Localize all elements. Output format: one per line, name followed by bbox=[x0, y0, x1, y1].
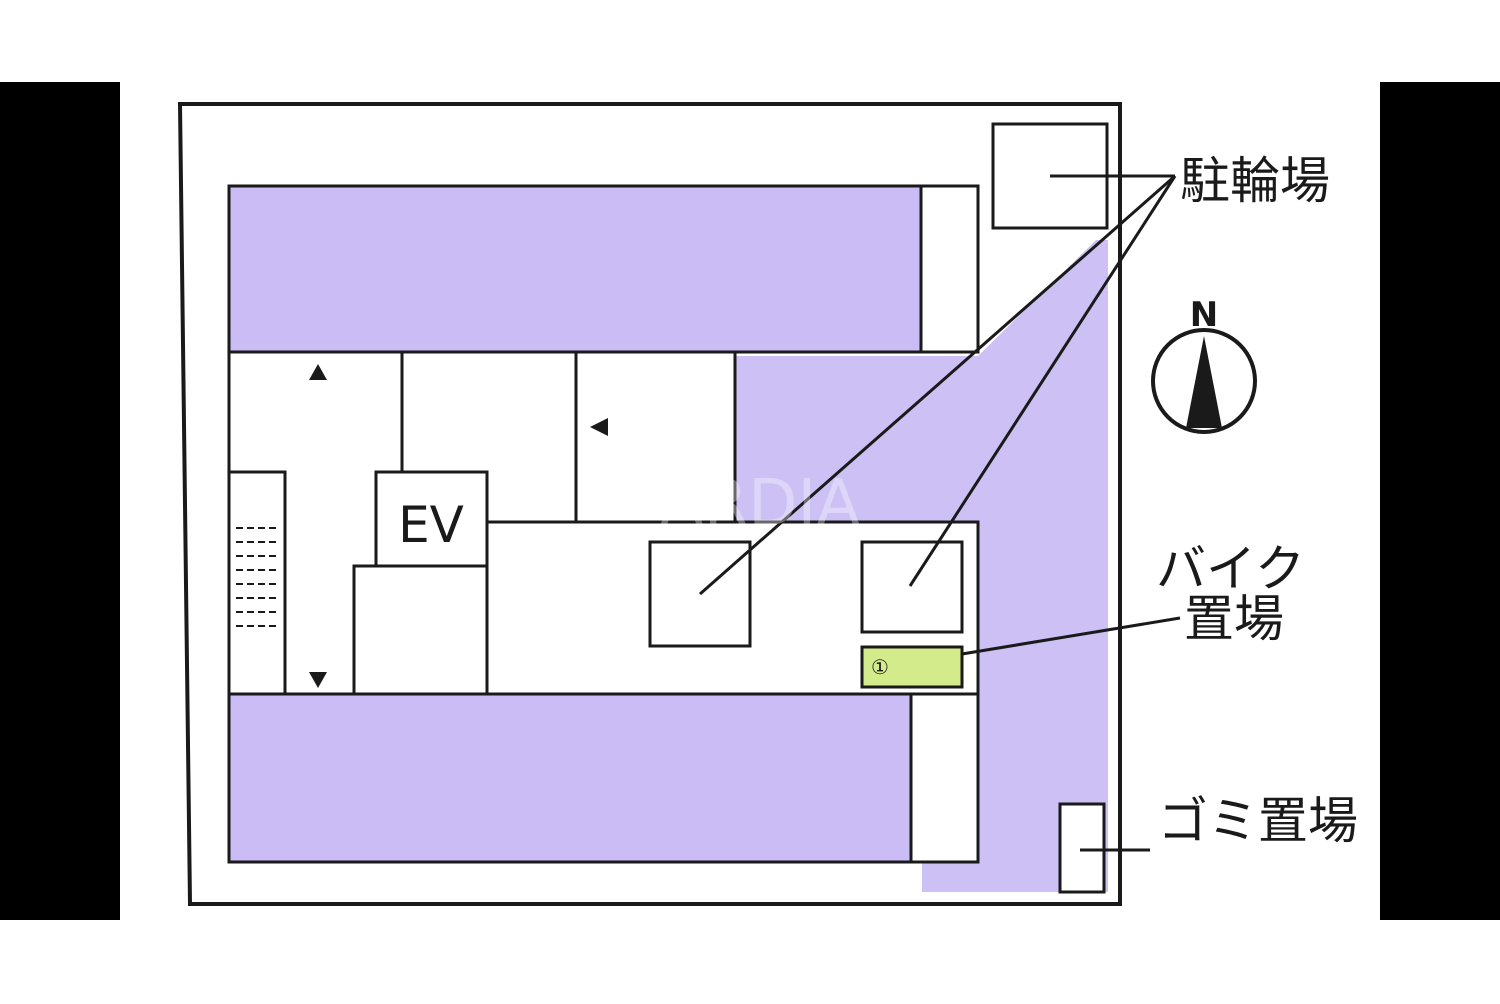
watermark: ARDIA bbox=[660, 467, 860, 541]
arrow-down-icon bbox=[309, 672, 327, 688]
leader-lines bbox=[699, 174, 1181, 852]
lower-building bbox=[227, 692, 913, 864]
elevator-lobby bbox=[352, 564, 489, 696]
left-black-bar bbox=[0, 82, 120, 920]
north-label: N bbox=[1190, 295, 1218, 335]
bike-slot-number: ① bbox=[871, 655, 889, 679]
garbage-label: ゴミ置場 bbox=[1158, 792, 1358, 850]
bike-parking-label-line2: 置場 bbox=[1184, 590, 1284, 648]
elevator-label: EV bbox=[398, 496, 464, 554]
upper-building-side-room bbox=[919, 184, 980, 354]
bicycle-parking-label: 駐輪場 bbox=[1180, 152, 1330, 210]
lower-building-side-room bbox=[909, 692, 980, 864]
stair-steps bbox=[236, 527, 280, 627]
compass: N bbox=[1151, 295, 1257, 434]
bike-parking-label-line1: バイク bbox=[1156, 540, 1305, 598]
arrow-left-icon bbox=[590, 418, 608, 436]
bike-parking-slot bbox=[860, 645, 964, 689]
arrow-up-icon bbox=[309, 364, 327, 380]
open-plaza bbox=[735, 240, 1108, 892]
right-black-bar bbox=[1380, 82, 1500, 920]
elevator-box bbox=[374, 470, 489, 568]
bicycle-parking-center-left bbox=[648, 540, 752, 648]
garbage-area bbox=[1058, 802, 1106, 894]
upper-building bbox=[227, 184, 923, 354]
north-arrow-icon bbox=[1186, 336, 1222, 428]
bicycle-parking-center-right bbox=[860, 540, 964, 634]
